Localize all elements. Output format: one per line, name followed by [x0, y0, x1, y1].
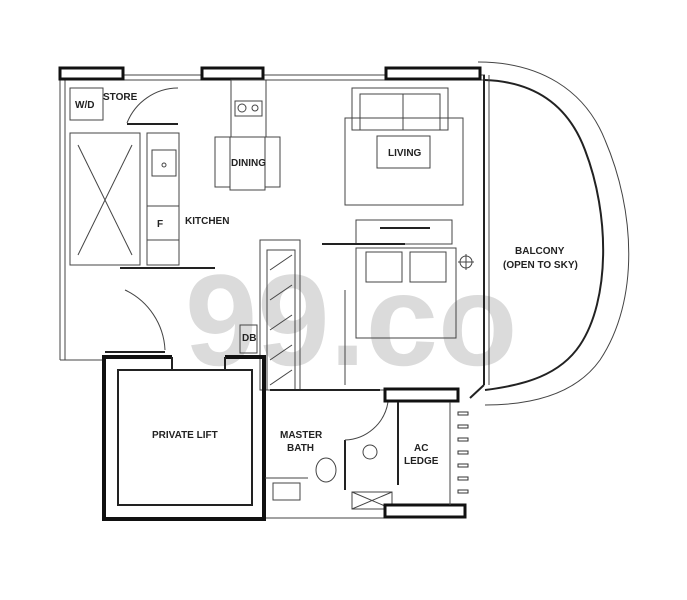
label-ac-ledge-1: AC — [414, 443, 428, 454]
living-area — [344, 87, 464, 206]
dining-area — [214, 79, 281, 191]
label-master-bath-1: MASTER — [280, 430, 323, 441]
private-lift — [102, 355, 266, 521]
label-living: LIVING — [388, 148, 422, 159]
label-private-lift: PRIVATE LIFT — [152, 430, 218, 441]
walls — [58, 66, 490, 519]
wardrobe — [239, 239, 380, 391]
master-bath — [265, 401, 393, 510]
label-db: DB — [242, 333, 256, 344]
label-washer-dryer: W/D — [75, 100, 94, 111]
label-kitchen: KITCHEN — [185, 216, 229, 227]
kitchen-area — [69, 87, 215, 353]
watermark: 99.co — [185, 247, 517, 393]
bedroom-area — [322, 219, 474, 385]
label-fridge: F — [157, 219, 163, 230]
label-ac-ledge-2: LEDGE — [404, 456, 439, 467]
label-store: STORE — [103, 92, 138, 103]
balcony — [477, 61, 630, 406]
label-balcony-note: (OPEN TO SKY) — [503, 260, 578, 271]
ac-ledge — [383, 387, 469, 519]
label-balcony: BALCONY — [515, 246, 565, 257]
label-dining: DINING — [231, 158, 266, 169]
label-master-bath-2: BATH — [287, 443, 314, 454]
